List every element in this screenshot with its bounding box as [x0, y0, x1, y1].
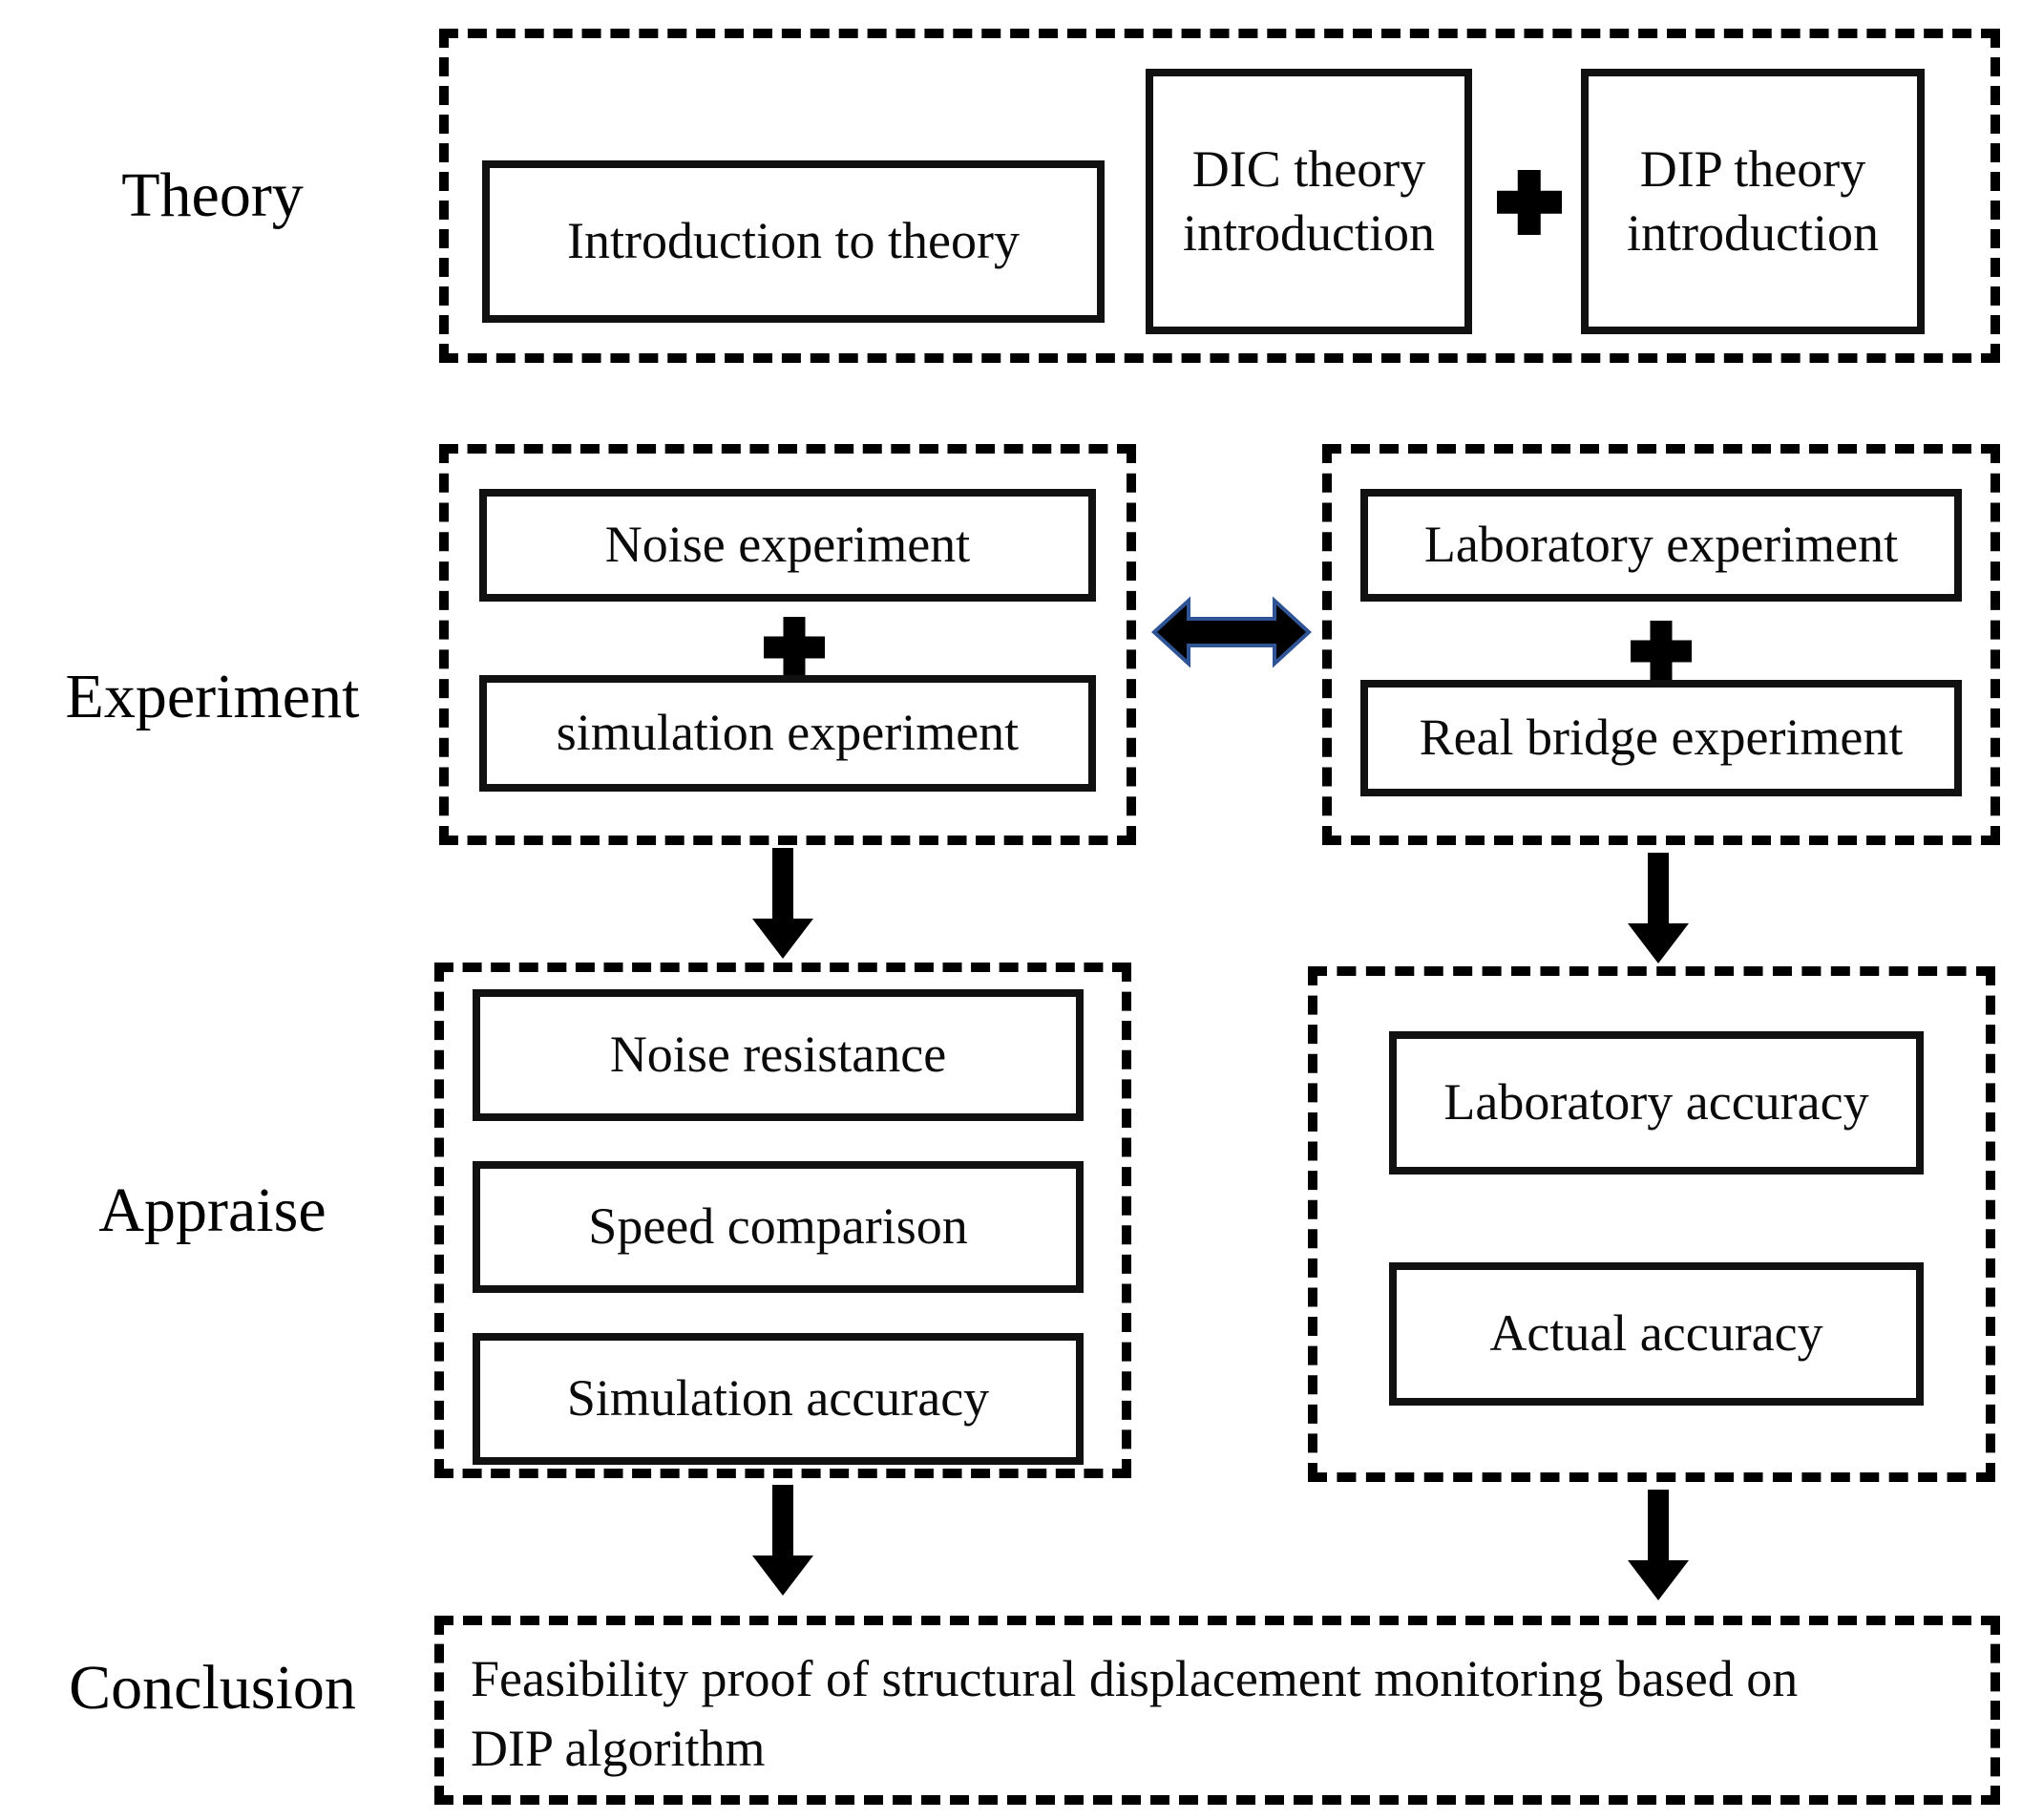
noise-experiment-label: Noise experiment — [604, 516, 971, 574]
down-arrow-icon — [752, 1485, 813, 1596]
noise-resistance-box: Noise resistance — [473, 989, 1084, 1121]
laboratory-experiment-label: Laboratory experiment — [1423, 516, 1899, 574]
real-bridge-experiment-label: Real bridge experiment — [1419, 709, 1904, 767]
row-label-theory: Theory — [121, 160, 304, 230]
row-label-appraise: Appraise — [98, 1175, 326, 1245]
intro-to-theory-box: Introduction to theory — [482, 160, 1105, 323]
experiment-left-group-box: Noise experiment simulation experiment — [439, 444, 1136, 845]
dip-theory-box: DIP theory introduction — [1581, 69, 1925, 334]
speed-comparison-label: Speed comparison — [588, 1197, 968, 1256]
dic-theory-box: DIC theory introduction — [1146, 69, 1472, 334]
double-arrow-icon — [1151, 596, 1312, 668]
laboratory-accuracy-box: Laboratory accuracy — [1389, 1031, 1924, 1175]
down-arrow-icon — [1628, 1490, 1689, 1600]
laboratory-experiment-box: Laboratory experiment — [1360, 489, 1962, 602]
noise-resistance-label: Noise resistance — [609, 1026, 947, 1084]
plus-icon — [1631, 621, 1692, 682]
conclusion-line-1: Feasibility proof of structural displace… — [471, 1650, 1799, 1707]
actual-accuracy-box: Actual accuracy — [1389, 1262, 1924, 1406]
simulation-accuracy-box: Simulation accuracy — [473, 1333, 1084, 1465]
appraise-right-group-box: Laboratory accuracy Actual accuracy — [1308, 966, 1995, 1482]
down-arrow-icon — [752, 848, 813, 959]
conclusion-text: Feasibility proof of structural displace… — [471, 1644, 1971, 1784]
plus-icon — [1497, 170, 1562, 235]
laboratory-accuracy-label: Laboratory accuracy — [1443, 1073, 1869, 1132]
appraise-left-group-box: Noise resistance Speed comparison Simula… — [434, 963, 1131, 1478]
simulation-accuracy-label: Simulation accuracy — [566, 1369, 990, 1428]
simulation-experiment-label: simulation experiment — [556, 704, 1020, 762]
conclusion-box: Feasibility proof of structural displace… — [434, 1616, 2000, 1805]
dic-theory-label: DIC theory introduction — [1183, 139, 1435, 263]
actual-accuracy-label: Actual accuracy — [1489, 1304, 1823, 1363]
row-label-experiment: Experiment — [65, 662, 360, 731]
dip-theory-label: DIP theory introduction — [1627, 139, 1879, 263]
down-arrow-icon — [1628, 853, 1689, 963]
conclusion-line-2: DIP algorithm — [471, 1719, 766, 1777]
experiment-right-group-box: Laboratory experiment Real bridge experi… — [1322, 444, 2000, 845]
row-label-conclusion: Conclusion — [69, 1653, 356, 1723]
theory-section-box: Introduction to theory DIC theory introd… — [439, 29, 2000, 363]
intro-to-theory-label: Introduction to theory — [567, 212, 1020, 270]
simulation-experiment-box: simulation experiment — [479, 675, 1096, 792]
plus-icon — [764, 617, 825, 678]
real-bridge-experiment-box: Real bridge experiment — [1360, 680, 1962, 796]
speed-comparison-box: Speed comparison — [473, 1161, 1084, 1293]
noise-experiment-box: Noise experiment — [479, 489, 1096, 602]
